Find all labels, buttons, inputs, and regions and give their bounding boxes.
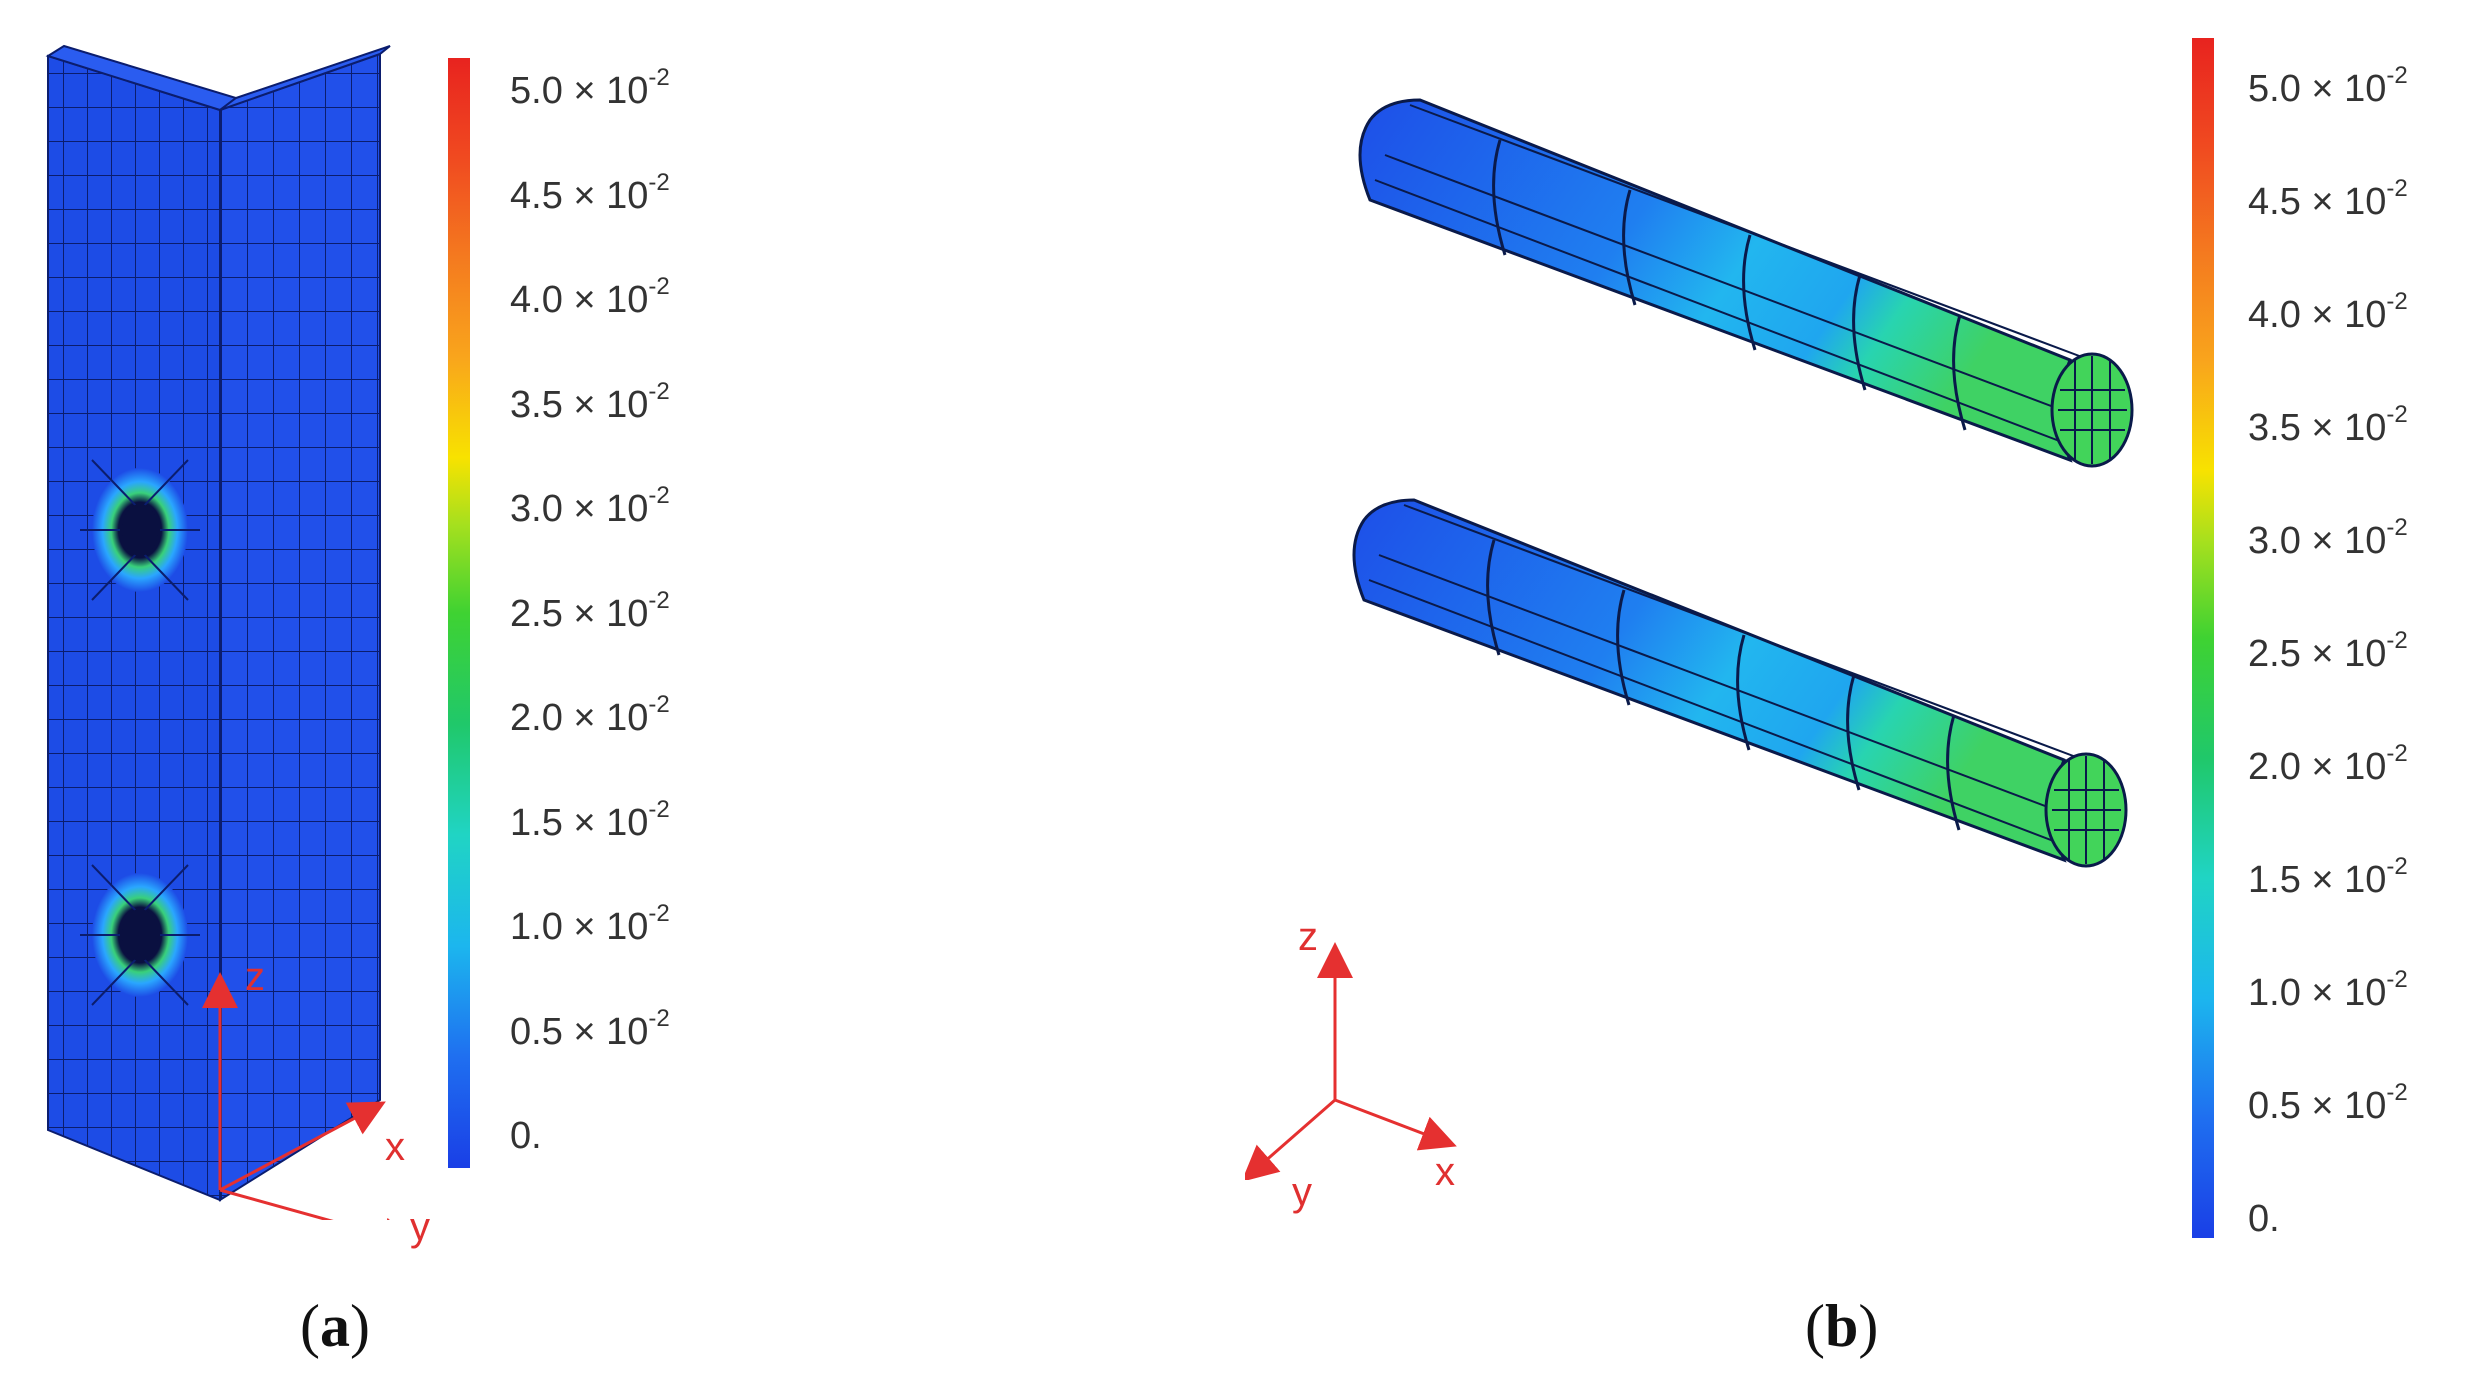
- legend-exponent: -2: [2386, 740, 2408, 767]
- axis-label-z-b: z: [1298, 915, 1318, 959]
- legend-exponent: -2: [2386, 288, 2408, 315]
- legend-exponent: -2: [648, 64, 670, 91]
- legend-exponent: -2: [2386, 1079, 2408, 1106]
- axis-label-y-b: y: [1292, 1170, 1312, 1214]
- legend-exponent: -2: [2386, 514, 2408, 541]
- axis-label-z-a: z: [245, 955, 265, 999]
- legend-exponent: -2: [648, 795, 670, 823]
- legend-label: 0.5 × 10-2: [510, 1006, 670, 1053]
- legend-mantissa: 4.0 × 10: [510, 279, 649, 321]
- caption-b: (b): [1805, 1293, 1879, 1359]
- bolt-hole-upper: [80, 459, 200, 601]
- axis-triad-a: [202, 972, 418, 1220]
- legend-exponent: -2: [2386, 401, 2408, 428]
- legend-label: 2.0 × 10-2: [510, 693, 670, 739]
- legend-label: 3.0 × 10-2: [510, 484, 670, 530]
- legend-label: 4.0 × 10-2: [510, 275, 670, 321]
- legend-mantissa: 1.5 × 10: [2248, 859, 2387, 901]
- legend-mantissa: 1.0 × 10: [510, 906, 649, 948]
- legend-exponent: -2: [648, 691, 670, 718]
- legend-mantissa: 0.5 × 10: [2248, 1085, 2387, 1127]
- legend-label: 3.5 × 10-2: [510, 379, 670, 426]
- bolt-hole-lower: [80, 864, 200, 1006]
- bolt-cylinders-mesh: [1352, 98, 2134, 868]
- legend-mantissa: 2.5 × 10: [510, 592, 649, 635]
- legend-label: 1.0 × 10-2: [510, 902, 670, 948]
- legend-exponent: -2: [648, 586, 670, 614]
- legend-exponent: -2: [2386, 627, 2408, 654]
- legend-label: 4.5 × 10-2: [510, 170, 670, 217]
- legend-label: 5.0 × 10-2: [510, 66, 670, 112]
- legend-label: 4.0 × 10-2: [2248, 290, 2408, 336]
- legend-mantissa: 2.0 × 10: [2248, 746, 2387, 788]
- color-scale-bar-b: [2192, 38, 2214, 1238]
- legend-label: 2.5 × 10-2: [510, 588, 670, 635]
- legend-label: 2.5 × 10-2: [2248, 629, 2408, 675]
- legend-exponent: -2: [648, 900, 670, 927]
- legend-exponent: -2: [648, 482, 670, 509]
- legend-label: 0.: [510, 1117, 542, 1155]
- legend-mantissa: 5.0 × 10: [2248, 68, 2387, 110]
- legend-exponent: -2: [2386, 62, 2408, 89]
- legend-exponent: -2: [648, 273, 670, 300]
- legend-label: 1.5 × 10-2: [2248, 855, 2408, 901]
- legend-mantissa: 5.0 × 10: [510, 70, 649, 112]
- legend-mantissa: 3.5 × 10: [510, 383, 649, 426]
- color-scale-bar-a: [448, 58, 470, 1168]
- legend-mantissa: 1.5 × 10: [510, 801, 649, 844]
- caption-a: (a): [300, 1293, 370, 1359]
- legend-label: 0.: [2248, 1200, 2280, 1238]
- legend-mantissa: 4.0 × 10: [2248, 294, 2387, 336]
- legend-mantissa: 2.0 × 10: [510, 697, 649, 739]
- legend-exponent: -2: [648, 377, 670, 405]
- legend-exponent: -2: [648, 168, 670, 196]
- legend-mantissa: 0.5 × 10: [510, 1010, 649, 1053]
- legend-mantissa: 4.5 × 10: [2248, 181, 2387, 223]
- legend-exponent: -2: [2386, 853, 2408, 880]
- legend-exponent: -2: [2386, 966, 2408, 993]
- bolt-cylinder-upper: [1358, 98, 2134, 468]
- legend-label: 0.5 × 10-2: [2248, 1081, 2408, 1127]
- legend-label: 2.0 × 10-2: [2248, 742, 2408, 788]
- axis-label-x-a: x: [385, 1125, 405, 1169]
- bolt-cylinder-lower: [1352, 498, 2128, 868]
- legend-mantissa: 1.0 × 10: [2248, 972, 2387, 1014]
- axis-triad-b: [1245, 942, 1457, 1180]
- legend-exponent: -2: [2386, 175, 2408, 202]
- legend-label: 1.0 × 10-2: [2248, 968, 2408, 1014]
- axis-label-x-b: x: [1435, 1150, 1455, 1194]
- axis-label-y-a: y: [410, 1205, 430, 1249]
- angle-bracket-mesh: [45, 44, 391, 1202]
- legend-mantissa: 2.5 × 10: [2248, 633, 2387, 675]
- legend-label: 4.5 × 10-2: [2248, 177, 2408, 223]
- legend-label: 3.0 × 10-2: [2248, 516, 2408, 562]
- legend-mantissa: 0.: [510, 1115, 542, 1157]
- legend-exponent: -2: [648, 1004, 670, 1032]
- legend-label: 1.5 × 10-2: [510, 797, 670, 844]
- legend-mantissa: 4.5 × 10: [510, 174, 649, 217]
- legend-mantissa: 3.5 × 10: [2248, 407, 2387, 449]
- legend-mantissa: 3.0 × 10: [510, 488, 649, 530]
- legend-mantissa: 0.: [2248, 1198, 2280, 1240]
- legend-mantissa: 3.0 × 10: [2248, 520, 2387, 562]
- legend-label: 3.5 × 10-2: [2248, 403, 2408, 449]
- legend-label: 5.0 × 10-2: [2248, 64, 2408, 110]
